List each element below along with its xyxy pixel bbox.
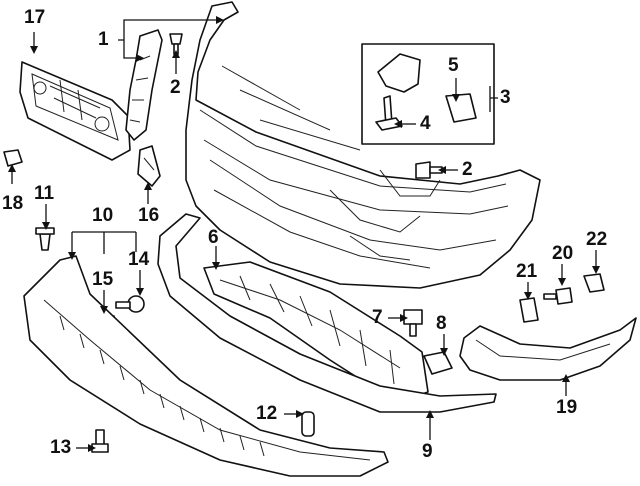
bolt-18 [3, 149, 23, 167]
clip-kit-box [361, 43, 495, 145]
small-bracket [137, 145, 161, 187]
callout-11: 11 [34, 183, 55, 204]
callout-3: 3 [500, 87, 511, 108]
bumper-cover [185, 1, 541, 289]
push-pin-11 [35, 227, 55, 251]
bolt-2-right [415, 161, 443, 179]
callout-13: 13 [50, 437, 72, 458]
lower-valance [23, 255, 389, 477]
callout-17: 17 [24, 7, 46, 28]
callout-21: 21 [516, 261, 538, 282]
callout-2-top: 2 [170, 77, 181, 98]
bolt-14 [115, 295, 145, 313]
clip-21 [519, 297, 539, 323]
side-deflector [459, 317, 637, 381]
callout-4: 4 [420, 113, 431, 134]
leader-lines [8, 16, 600, 452]
callout-9: 9 [422, 441, 433, 462]
callout-12: 12 [256, 403, 278, 424]
clip-8 [423, 351, 453, 375]
retainer-12 [301, 411, 315, 437]
callout-19: 19 [556, 397, 578, 418]
callout-8: 8 [436, 313, 447, 334]
callout-18: 18 [2, 193, 24, 214]
callout-20: 20 [552, 243, 574, 264]
bumper-bracket [125, 29, 163, 141]
callout-16: 16 [138, 205, 160, 226]
bolt-2-top [169, 33, 183, 55]
callout-15: 15 [92, 269, 114, 290]
callout-14: 14 [128, 249, 150, 270]
bolt-20 [543, 287, 573, 305]
bolt-13 [91, 429, 109, 453]
bolt-7 [403, 309, 423, 337]
clip-22 [583, 273, 605, 293]
callout-5: 5 [448, 55, 459, 76]
callout-7: 7 [372, 307, 383, 328]
license-plate-bracket [19, 61, 131, 161]
callout-2-right: 2 [462, 159, 473, 180]
callout-22: 22 [586, 229, 608, 250]
callout-1: 1 [98, 29, 109, 50]
lower-deflector [157, 213, 497, 413]
callout-6: 6 [208, 227, 219, 248]
callout-10: 10 [92, 205, 114, 226]
